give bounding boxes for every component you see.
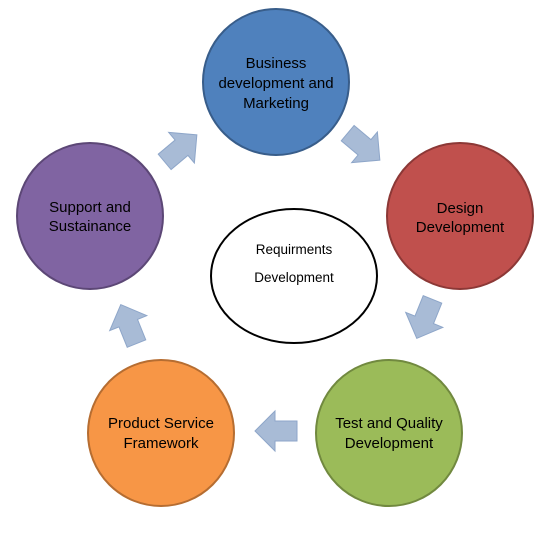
arrow-support-to-business	[157, 131, 198, 171]
node-test-label-1: Test and Quality	[335, 415, 443, 432]
node-business-label-2: development and	[218, 75, 333, 92]
node-business-label-3: Marketing	[243, 95, 309, 112]
node-design-label-2: Development	[416, 219, 505, 236]
node-product-label-2: Framework	[123, 435, 199, 452]
node-business: Business development and Marketing	[202, 8, 350, 156]
center-label-line-2: Development	[254, 270, 334, 285]
node-test-circle	[315, 359, 463, 507]
node-support-circle	[16, 142, 164, 290]
node-test-label-2: Development	[345, 435, 434, 452]
center-node: Requirments Development	[210, 208, 378, 344]
node-support: Support and Sustainance	[16, 142, 164, 290]
node-design-label-1: Design	[437, 200, 484, 217]
node-business-circle	[202, 8, 350, 156]
node-product-circle	[87, 359, 235, 507]
arrow-product-to-support	[108, 303, 149, 348]
center-label-line-1: Requirments	[256, 242, 333, 257]
arrow-business-to-design	[340, 124, 381, 164]
node-support-label-1: Support and	[49, 199, 131, 216]
node-product-label-1: Product Service	[108, 415, 214, 432]
node-business-label-1: Business	[246, 55, 307, 72]
node-design: Design Development	[386, 142, 534, 290]
arrows-group	[108, 124, 445, 453]
arrow-test-to-product	[254, 409, 298, 453]
node-support-label-2: Sustainance	[49, 218, 132, 235]
node-design-circle	[386, 142, 534, 290]
arrow-design-to-test	[404, 295, 445, 340]
node-test: Test and Quality Development	[315, 359, 463, 507]
center-ellipse	[210, 208, 378, 344]
node-product: Product Service Framework	[87, 359, 235, 507]
